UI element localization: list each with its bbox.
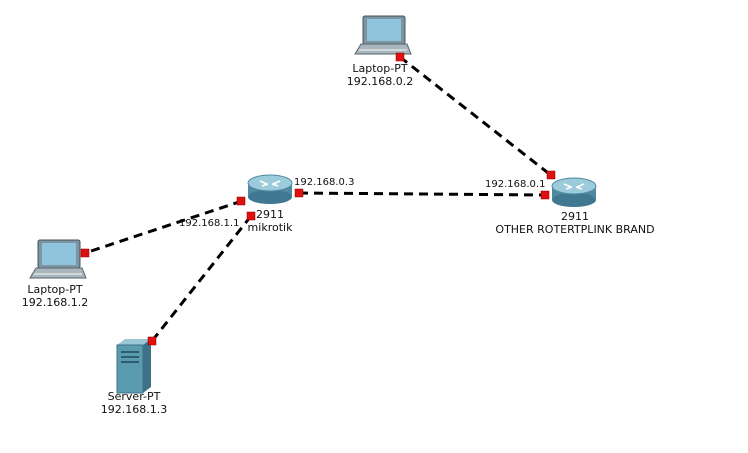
link-router-left-laptop-left[interactable]: [84, 199, 243, 255]
device-hostname: OTHER ROTERTPLINK BRAND: [495, 223, 655, 236]
device-model: 2911: [561, 210, 589, 223]
port-indicator: [540, 190, 550, 200]
router-right-label: 2911 OTHER ROTERTPLINK BRAND: [475, 210, 675, 236]
port-indicator: [546, 170, 556, 180]
port-indicator: [236, 196, 246, 206]
device-hostname: mikrotik: [247, 221, 293, 234]
server-label: Server-PT 192.168.1.3: [84, 390, 184, 416]
device-ip: 192.168.1.2: [21, 296, 89, 309]
port-indicator: [294, 188, 304, 198]
port-indicator: [395, 52, 405, 62]
device-ip: 192.168.0.2: [346, 75, 414, 88]
laptop-top-label: Laptop-PT 192.168.0.2: [325, 62, 435, 88]
device-name: Laptop-PT: [352, 62, 408, 75]
interface-label: 192.168.1.1: [179, 218, 240, 229]
router-left-label: 2911 mikrotik: [240, 208, 300, 234]
device-model: 2911: [256, 208, 284, 221]
interface-label: 192.168.0.3: [294, 177, 355, 188]
link-router-left-router-right[interactable]: [298, 191, 547, 197]
laptop-icon[interactable]: [29, 239, 87, 279]
laptop-left-label: Laptop-PT 192.168.1.2: [5, 283, 105, 309]
device-name: Server-PT: [107, 390, 161, 403]
port-indicator: [246, 211, 256, 221]
router-icon[interactable]: [247, 174, 293, 204]
link-router-left-server[interactable]: [150, 215, 253, 342]
device-name: Laptop-PT: [27, 283, 83, 296]
laptop-icon[interactable]: [354, 15, 412, 55]
port-indicator: [80, 248, 90, 258]
router-icon[interactable]: [551, 177, 597, 207]
device-ip: 192.168.1.3: [100, 403, 168, 416]
interface-label: 192.168.0.1: [485, 179, 546, 190]
port-indicator: [147, 336, 157, 346]
link-laptop-top-router-right[interactable]: [399, 55, 553, 178]
server-icon[interactable]: [116, 339, 151, 394]
